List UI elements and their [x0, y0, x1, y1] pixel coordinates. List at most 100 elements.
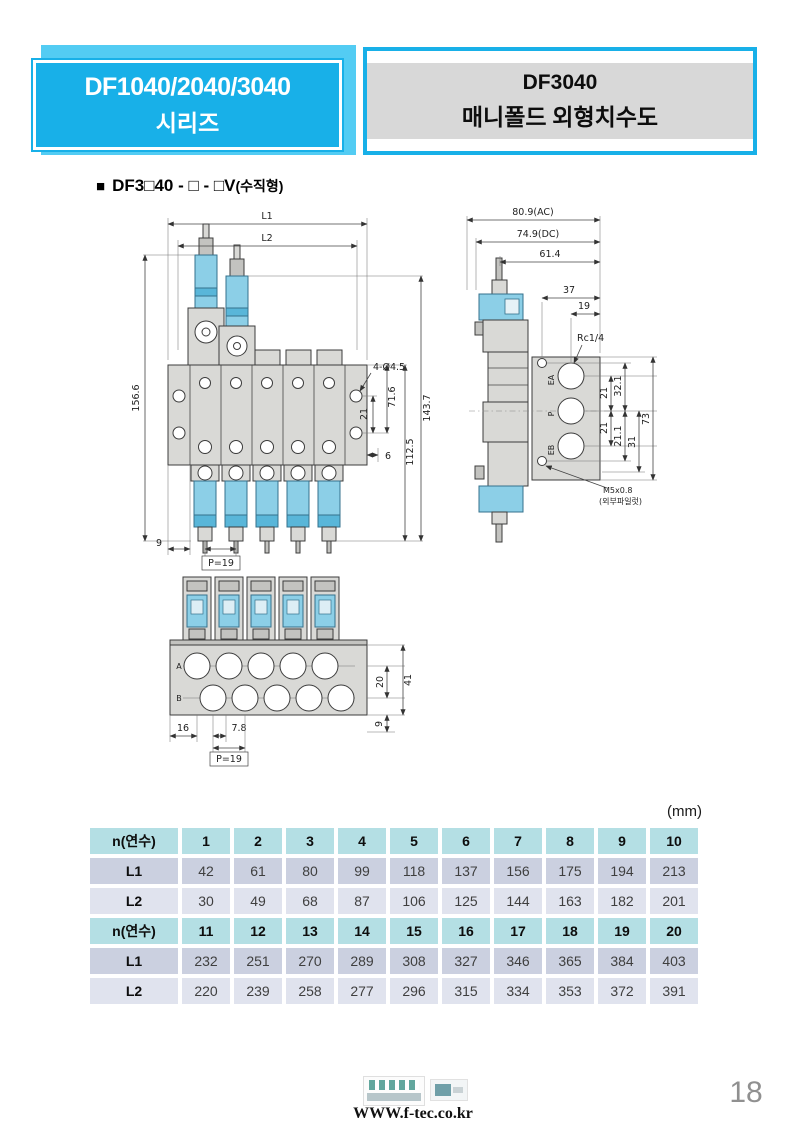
value-cell: 156: [494, 858, 542, 884]
dim-label-112: 112.5: [405, 438, 416, 465]
page-title: 매니폴드 외형치수도: [461, 104, 659, 130]
column-header-cell: 5: [390, 828, 438, 854]
dim-label-73: 73: [641, 413, 652, 425]
value-cell: 42: [182, 858, 230, 884]
dim-label-156: 156.6: [131, 384, 142, 411]
dim-label-21: 21: [359, 408, 370, 420]
dim-label-pitch-top: P=19: [216, 754, 242, 765]
column-header-cell: 3: [286, 828, 334, 854]
value-cell: 80: [286, 858, 334, 884]
value-cell: 61: [234, 858, 282, 884]
column-header-cell: 10: [650, 828, 698, 854]
m5-callout: M5x0.8: [603, 486, 632, 495]
top-view-valves: [182, 576, 340, 644]
dim-label-dc: 74.9(DC): [517, 229, 560, 240]
page-number: 18: [729, 1076, 763, 1109]
dim-label-321: 32.1: [613, 375, 624, 396]
value-cell: 30: [182, 888, 230, 914]
value-cell: 277: [338, 978, 386, 1004]
value-cell: 118: [390, 858, 438, 884]
hole-callout: 4-Ø4.5: [373, 362, 405, 373]
column-header-cell: 4: [338, 828, 386, 854]
column-header-cell: 17: [494, 918, 542, 944]
port-label-eb: EB: [547, 445, 556, 456]
row-label-cell: L1: [90, 858, 178, 884]
dim-label-21a: 21: [599, 387, 610, 399]
value-cell: 99: [338, 858, 386, 884]
value-cell: 137: [442, 858, 490, 884]
value-cell: 182: [598, 888, 646, 914]
dim-label-l1: L1: [261, 211, 272, 222]
port-label-ea: EA: [547, 374, 556, 385]
value-cell: 194: [598, 858, 646, 884]
value-cell: 175: [546, 858, 594, 884]
row-label-cell: n(연수): [90, 918, 178, 944]
footer-photo-valves: [369, 1080, 419, 1090]
column-header-cell: 8: [546, 828, 594, 854]
value-cell: 68: [286, 888, 334, 914]
series-title-box: DF1040/2040/3040 시리즈: [31, 58, 344, 152]
value-cell: 289: [338, 948, 386, 974]
row-label-a: A: [176, 662, 182, 671]
row-label-cell: n(연수): [90, 828, 178, 854]
dim-label-143: 143.7: [422, 394, 433, 421]
value-cell: 391: [650, 978, 698, 1004]
station-bolts: [198, 377, 336, 454]
value-cell: 87: [338, 888, 386, 914]
value-cell: 315: [442, 978, 490, 1004]
series-suffix: 시리즈: [155, 109, 220, 136]
dim-label-211: 21.1: [613, 425, 624, 446]
unit-label: (mm): [667, 803, 702, 820]
value-cell: 163: [546, 888, 594, 914]
column-header-cell: 19: [598, 918, 646, 944]
value-cell: 213: [650, 858, 698, 884]
column-header-cell: 12: [234, 918, 282, 944]
side-view: EA P EB 80.9(AC) 74.9(DC) 61.4 37 19 Rc1…: [466, 207, 657, 543]
port-label-p: P: [547, 411, 556, 416]
value-cell: 251: [234, 948, 282, 974]
value-cell: 384: [598, 948, 646, 974]
port-holes-row-a: [183, 652, 339, 680]
front-view: L1 L2 156.6 143.7 112.5 71.6 21 6: [131, 211, 433, 571]
dim-label-16: 16: [177, 723, 189, 734]
value-cell: 239: [234, 978, 282, 1004]
value-cell: 49: [234, 888, 282, 914]
dim-label-78: 7.8: [231, 723, 246, 734]
rc-callout: Rc1/4: [577, 333, 604, 344]
value-cell: 296: [390, 978, 438, 1004]
column-header-cell: 16: [442, 918, 490, 944]
column-header-cell: 9: [598, 828, 646, 854]
dim-label-21b: 21: [599, 422, 610, 434]
column-header-cell: 6: [442, 828, 490, 854]
column-header-cell: 14: [338, 918, 386, 944]
column-header-cell: 2: [234, 828, 282, 854]
row-label-cell: L2: [90, 978, 178, 1004]
dim-label-41: 41: [403, 674, 414, 686]
footer-photo-valve-stem: [453, 1087, 463, 1093]
footer-photo-base: [367, 1093, 421, 1101]
value-cell: 270: [286, 948, 334, 974]
column-header-cell: 11: [182, 918, 230, 944]
dim-label-31: 31: [627, 436, 638, 448]
top-view: A B 20 41 9 16 7.8 P=19: [169, 576, 414, 767]
page-title-box: DF3040 매니폴드 외형치수도: [363, 47, 757, 155]
website-url: WWW.f-tec.co.kr: [353, 1105, 473, 1122]
value-cell: 372: [598, 978, 646, 1004]
m5-callout-note: (외부파일럿): [599, 496, 642, 506]
page-title-band: DF3040 매니폴드 외형치수도: [367, 63, 753, 139]
dim-label-ac: 80.9(AC): [512, 207, 554, 218]
section-bullet-icon: ■: [96, 178, 106, 195]
dim-label-37: 37: [563, 285, 575, 296]
footer-photo-valve-body: [435, 1084, 451, 1096]
row-label-b: B: [176, 694, 182, 703]
dim-label-20: 20: [375, 676, 386, 688]
value-cell: 308: [390, 948, 438, 974]
value-cell: 334: [494, 978, 542, 1004]
